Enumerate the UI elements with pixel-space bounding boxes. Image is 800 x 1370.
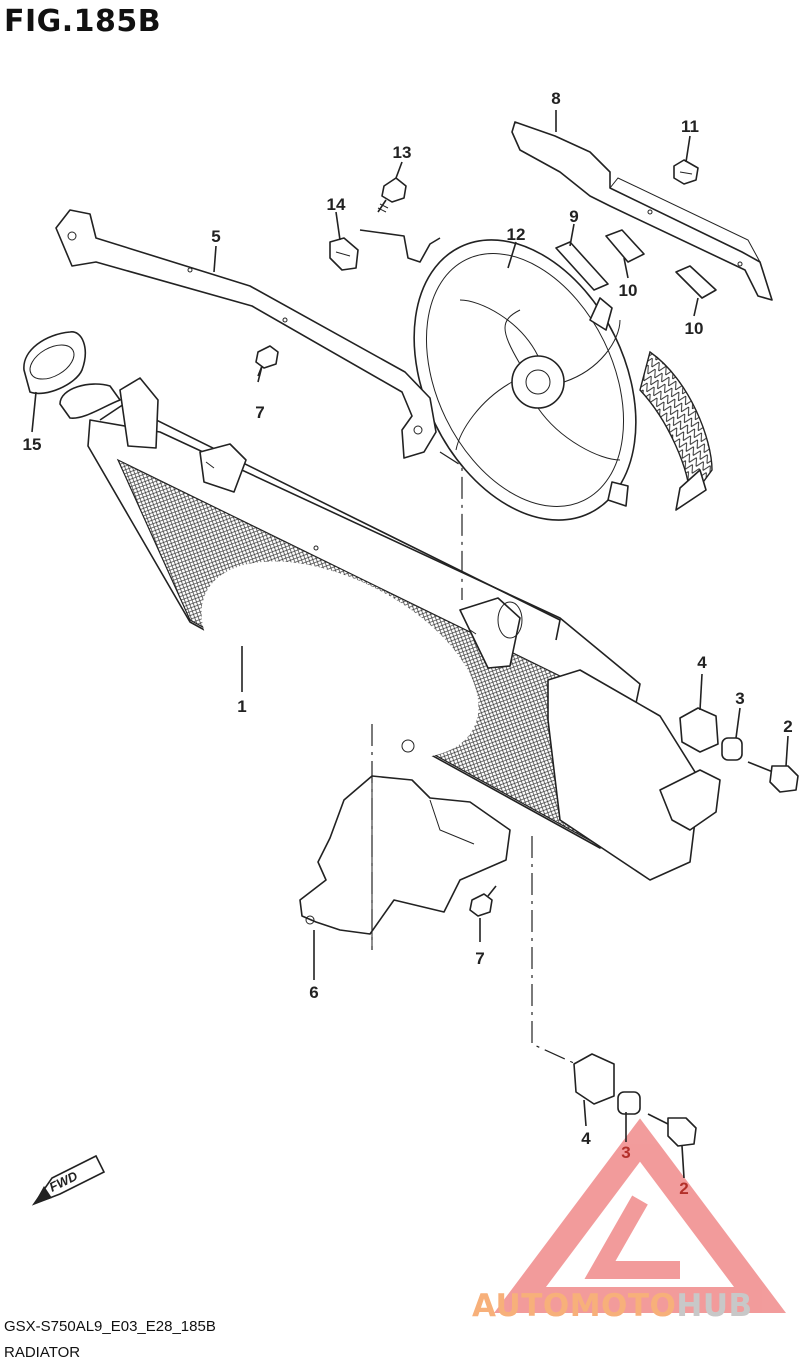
bolt-7-upper <box>255 345 279 377</box>
clamp-14 <box>329 237 359 271</box>
callout-5: 5 <box>211 227 220 246</box>
diagram-code: GSX-S750AL9_E03_E28_185B <box>4 1318 216 1335</box>
callout-3: 3 <box>735 689 744 708</box>
radiator-cap <box>23 331 86 395</box>
mount-set-lower <box>573 1053 697 1147</box>
callout-14: 14 <box>327 195 346 214</box>
callout-2: 2 <box>679 1179 688 1198</box>
fwd-arrow-icon: FWD <box>31 1154 106 1206</box>
callout-6: 6 <box>309 983 318 1002</box>
callout-8: 8 <box>551 89 560 108</box>
callout-9: 9 <box>569 207 578 226</box>
callout-10: 10 <box>685 319 704 338</box>
mount-set-upper <box>679 707 799 793</box>
watermark-part-b: HUB <box>676 1288 753 1324</box>
watermark-logo <box>494 1118 786 1313</box>
callout-7: 7 <box>255 403 264 422</box>
upper-bracket <box>55 209 437 459</box>
callout-13: 13 <box>393 143 412 162</box>
cushion-pads <box>555 229 717 299</box>
callout-4: 4 <box>581 1129 591 1148</box>
figure-title: FIG.185B <box>4 4 162 39</box>
radiator-core <box>59 377 721 881</box>
shroud-plate <box>511 121 773 301</box>
watermark-part-a: AUTOMOTO <box>472 1288 677 1324</box>
watermark-brand: AUTOMOTOHUB <box>472 1288 753 1324</box>
callout-2: 2 <box>783 717 792 736</box>
callout-1: 1 <box>237 697 246 716</box>
callout-3: 3 <box>621 1143 630 1162</box>
callout-labels: 1 2 2 3 3 4 4 5 6 7 7 8 9 10 10 11 12 13… <box>23 89 793 1198</box>
diagram-name: RADIATOR <box>4 1344 81 1361</box>
fan-assembly <box>359 229 713 521</box>
callout-4: 4 <box>697 653 707 672</box>
callout-11: 11 <box>681 117 699 136</box>
bolt-7-lower <box>469 885 497 917</box>
callout-12: 12 <box>507 225 526 244</box>
bolt-13 <box>377 177 407 213</box>
clip-part <box>673 159 699 185</box>
callout-10: 10 <box>619 281 638 300</box>
callout-7: 7 <box>475 949 484 968</box>
callout-15: 15 <box>23 435 42 454</box>
leader-lines <box>31 110 789 1179</box>
lower-cover <box>299 775 511 950</box>
